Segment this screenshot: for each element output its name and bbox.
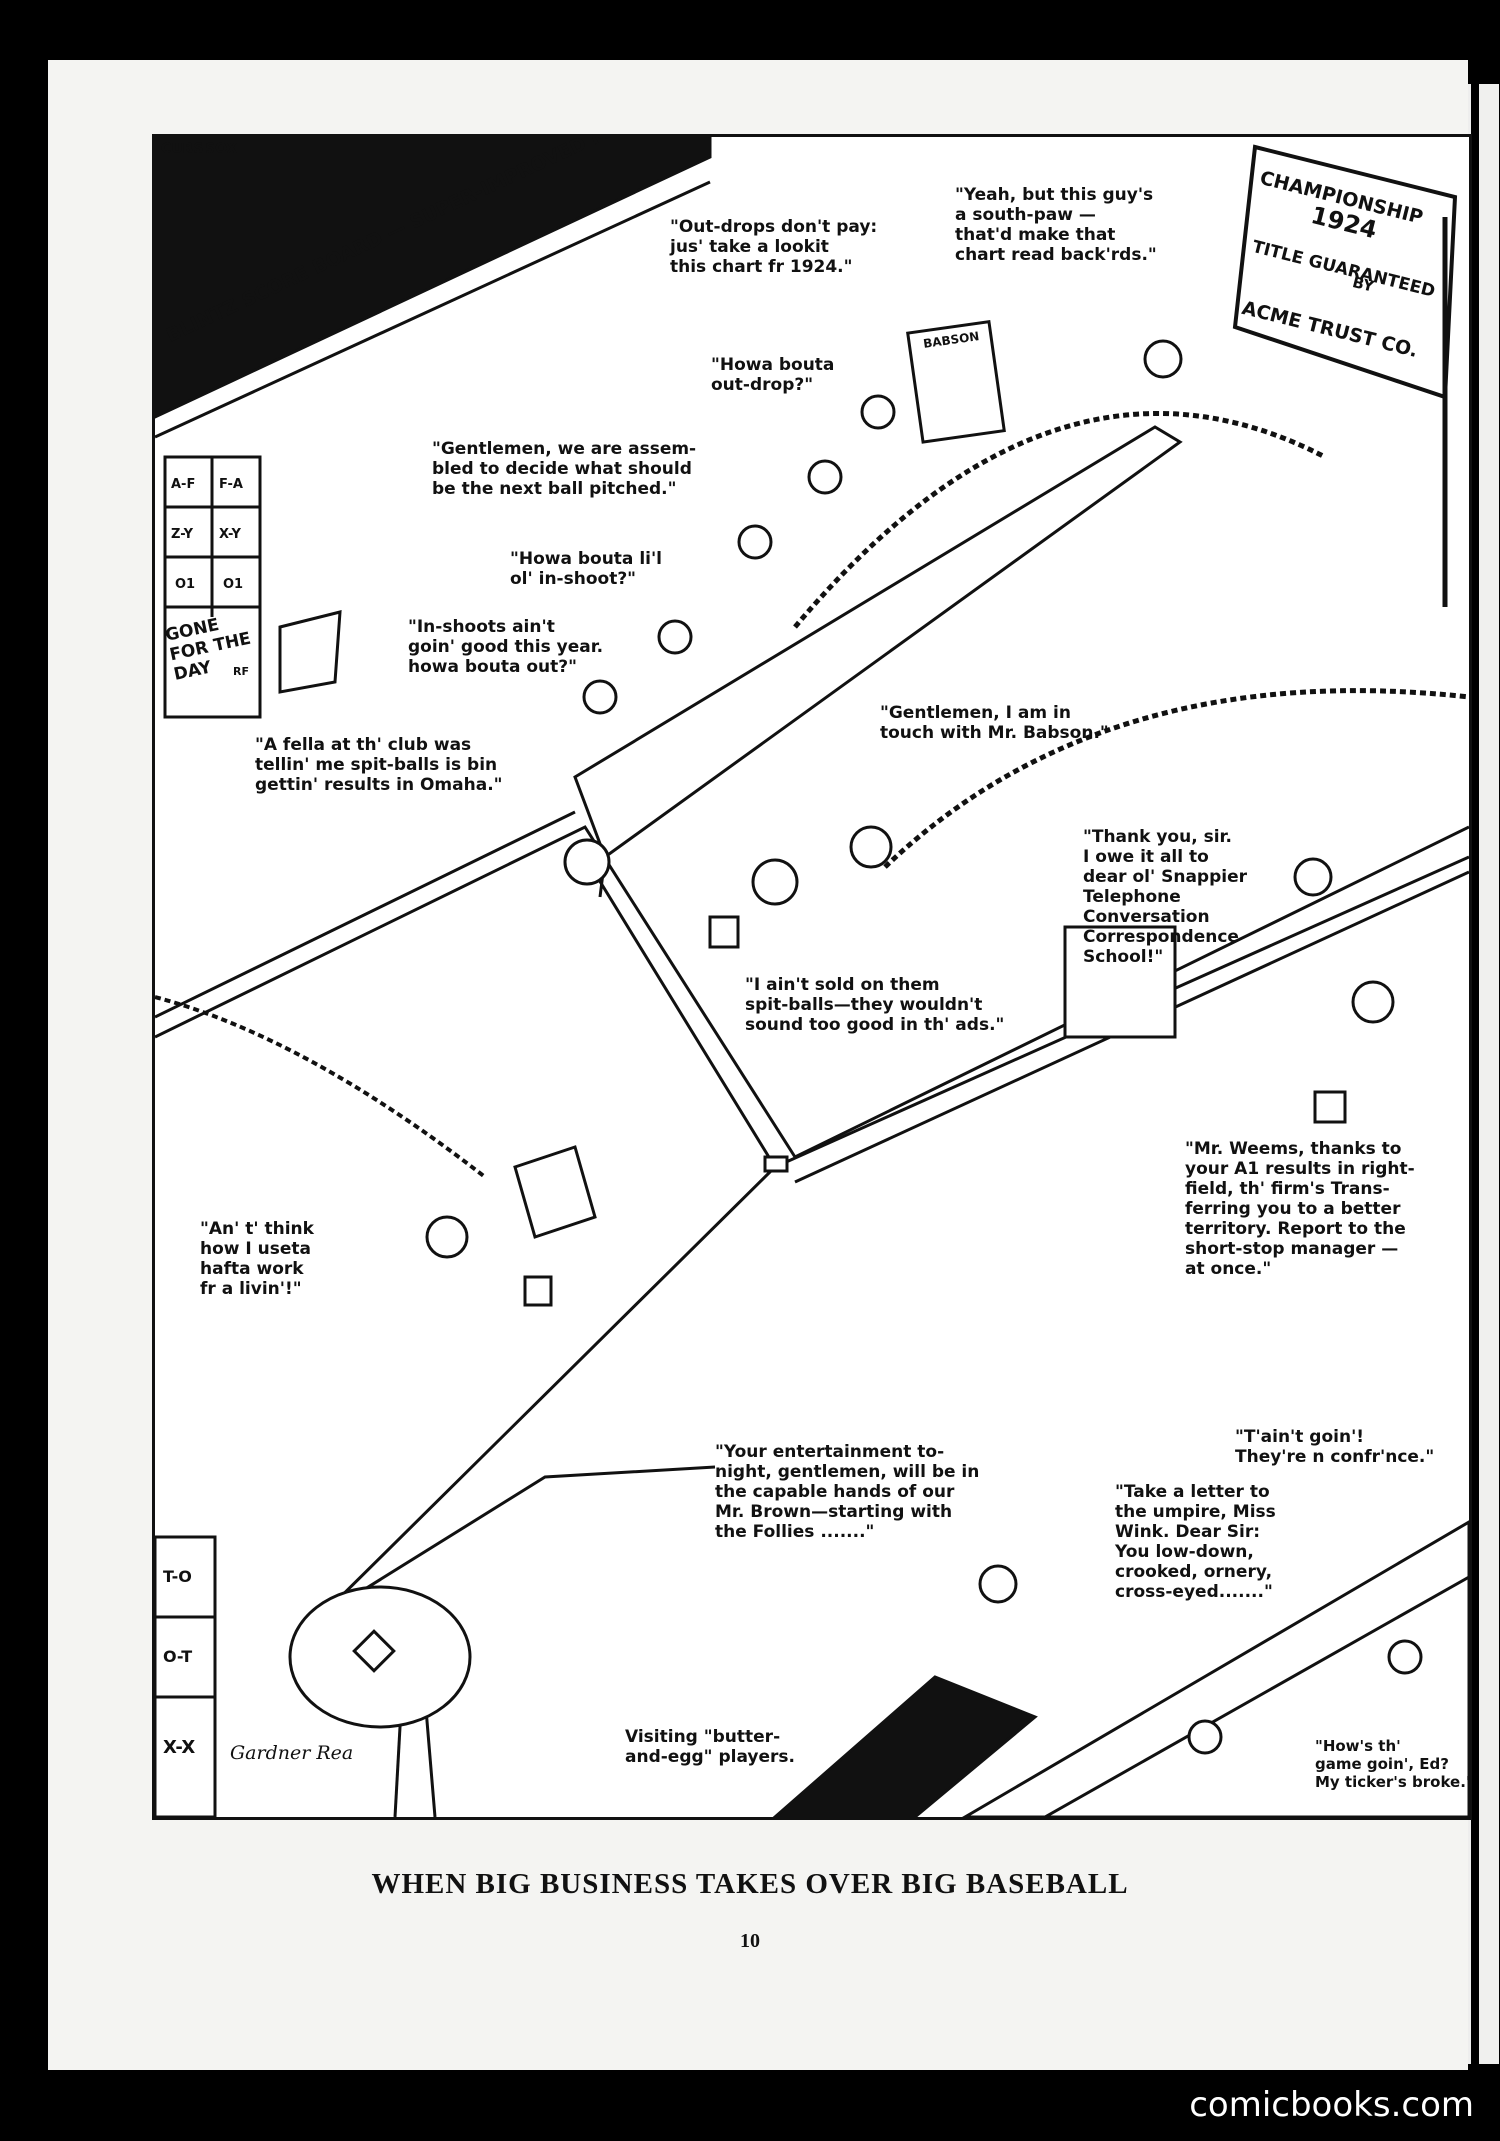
cabinet-label: A-F [171,477,196,492]
cabinet-label: F-A [219,477,243,492]
speech-hows-game: "How's th' game goin', Ed? My ticker's b… [1315,1737,1472,1791]
speech-howa-outdrop: "Howa bouta out-drop?" [711,355,835,395]
cabinet-label: O1 [175,577,196,592]
speech-assembled: "Gentlemen, we are assem- bled to decide… [432,439,697,499]
cabinet-label: O1 [223,577,244,592]
speech-weems: "Mr. Weems, thanks to your A1 results in… [1185,1139,1415,1279]
speech-inshoots-aint: "In-shoots ain't goin' good this year. h… [408,617,604,677]
speech-think-work: "An' t' think how I useta hafta work fr … [200,1219,314,1299]
scoreboard-column-sox: SOX [205,141,238,157]
cabinet-label: X-Y [219,527,241,542]
page-caption: WHEN BIG BUSINESS TAKES OVER BIG BASEBAL… [371,1868,1129,1900]
speech-thank-you: "Thank you, sir. I owe it all to dear ol… [1083,827,1247,967]
speech-letter: "Take a letter to the umpire, Miss Wink.… [1115,1482,1276,1602]
scoreboard [155,137,712,419]
bottom-cabinet-label: O-T [163,1647,193,1666]
speech-entertainment: "Your entertainment to- night, gentlemen… [715,1442,980,1542]
speech-taint-goin: "T'ain't goin'! They're n confr'nce." [1235,1427,1435,1467]
cabinet-label: Z-Y [171,527,194,542]
cabinet-initials: RF [233,665,249,678]
bottom-cabinet-label: X-X [163,1737,196,1758]
speech-not-sold: "I ain't sold on them spit-balls—they wo… [745,975,1005,1035]
page-number: 10 [740,1930,760,1952]
speech-southpaw: "Yeah, but this guy's a south-paw — that… [955,185,1157,265]
speech-babson: "Gentlemen, I am in touch with Mr. Babso… [880,703,1109,743]
scoreboard-column-cubs: CUBS [161,141,204,157]
speech-outdrops: "Out-drops don't pay: jus' take a lookit… [670,217,878,277]
visiting-players-label: Visiting "butter- and-egg" players. [625,1727,795,1767]
speech-inshoot: "Howa bouta li'l ol' in-shoot?" [510,549,663,589]
cartoon-panel: CUBS SOX BLINTZ SCORE BOARD — SUPER-IMPR… [152,134,1472,1820]
bottom-cabinet-label: T-O [163,1567,192,1586]
artist-signature: Gardner Rea [230,1742,354,1764]
facing-page-edge [1468,84,1500,2064]
cartoon-drawing [155,137,1469,1817]
speech-fella-club: "A fella at th' club was tellin' me spit… [255,735,503,795]
watermark: comicbooks.com [1189,2085,1474,2125]
